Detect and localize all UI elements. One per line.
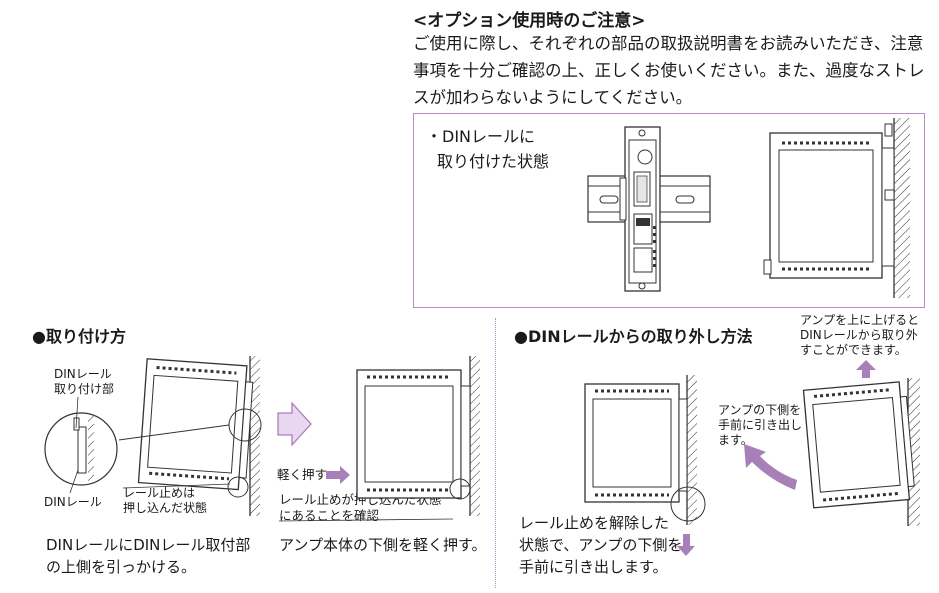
install-heading: ●取り付け方 (32, 327, 126, 346)
label-din-rail: DINレール (44, 495, 102, 509)
next-step-arrow (277, 401, 312, 447)
install-caption-1-line1: DINレールにDINレール取付部 (46, 536, 251, 554)
din-state-line2: 取り付けた状態 (437, 152, 550, 171)
din-state-side-view (763, 118, 910, 298)
lift-note-2: DINレールから取り外 (800, 328, 918, 342)
note-title: <オプション使用時のご注意> (413, 11, 646, 31)
install-caption-1: DINレールにDINレール取付部 の上側を引っかける。 (46, 534, 250, 578)
install-step2-drawing (278, 356, 480, 522)
release-note-2: 状態で、アンプの下側を (519, 536, 683, 554)
label-din-mount: DINレール 取り付け部 (54, 367, 114, 397)
remove-step2-drawing (744, 360, 920, 526)
lift-up-arrow (856, 360, 876, 378)
label-stopper-2: 押し込んだ状態 (123, 501, 208, 515)
pull-note-1: アンプの下側を (718, 403, 802, 417)
install-caption-2: アンプ本体の下側を軽く押す。 (279, 536, 487, 554)
label-stopper: レール止めは 押し込んだ状態 (123, 486, 207, 516)
install-caption-1-line2: の上側を引っかける。 (46, 558, 197, 576)
din-state-caption: ・DINレールに 取り付けた状態 (426, 124, 549, 174)
remove-heading: ●DINレールからの取り外し方法 (514, 327, 753, 346)
install-step1-drawing (44, 356, 262, 516)
release-note: レール止めを解除した 状態で、アンプの下側を 手前に引き出します。 (519, 512, 682, 578)
pull-note: アンプの下側を 手前に引き出し ます。 (718, 403, 802, 448)
release-note-1: レール止めを解除した (519, 514, 670, 532)
push-arrow (326, 466, 350, 484)
label-stopper-1: レール止めは (123, 486, 196, 500)
pull-note-2: 手前に引き出し (718, 418, 803, 432)
din-rail-front-view (587, 126, 711, 292)
remove-step1-drawing (584, 375, 706, 556)
din-state-line1: ・DINレールに (426, 127, 536, 146)
pull-forward-arrow (744, 444, 797, 490)
push-label: 軽く押す (277, 467, 328, 482)
release-note-3: 手前に引き出します。 (519, 558, 668, 576)
lift-note-3: すことができます。 (800, 343, 907, 357)
note-body: ご使用に際し、それぞれの部品の取扱説明書をお読みいただき、注意事項を十分ご確認の… (413, 34, 925, 107)
release-down-arrow (677, 534, 695, 556)
pull-note-3: ます。 (718, 433, 753, 447)
lift-note-1: アンプを上に上げると (800, 313, 920, 327)
lift-note: アンプを上に上げると DINレールから取り外 すことができます。 (800, 313, 919, 358)
din-state-frame (413, 113, 925, 308)
confirm-label-2: にあることを確認 (279, 508, 380, 523)
label-din-mount-1: DINレール (54, 367, 112, 381)
label-din-mount-2: 取り付け部 (54, 382, 115, 396)
section-divider (495, 318, 496, 588)
